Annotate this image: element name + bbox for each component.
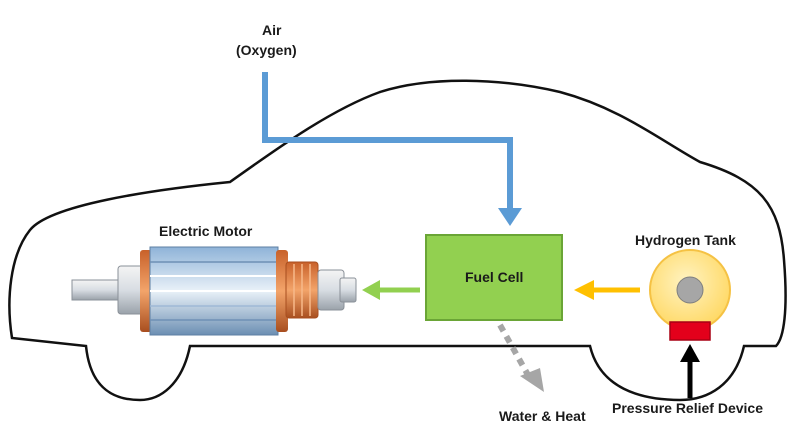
fuel-cell-label: Fuel Cell [465, 269, 524, 285]
car-outline [8, 79, 787, 402]
electric-motor-label: Electric Motor [159, 223, 253, 239]
relief-pointer-arrowhead [680, 344, 700, 362]
hydrogen-flow-arrowhead [574, 280, 594, 300]
pressure-relief-label: Pressure Relief Device [612, 400, 763, 416]
power-flow-arrowhead [362, 280, 380, 300]
electric-motor-icon [71, 246, 357, 336]
air-label: Air [262, 22, 282, 38]
air-arrowhead [498, 208, 522, 226]
water-heat-label: Water & Heat [499, 408, 586, 424]
air-supply-line [262, 72, 513, 210]
oxygen-label: (Oxygen) [236, 42, 297, 58]
fuel-cell-box [425, 234, 563, 321]
tank-valve-icon [676, 276, 704, 304]
water-heat-flow-line [497, 323, 531, 377]
water-heat-arrowhead [520, 368, 544, 392]
pressure-relief-device [669, 321, 711, 341]
hydrogen-tank-label: Hydrogen Tank [635, 232, 736, 248]
